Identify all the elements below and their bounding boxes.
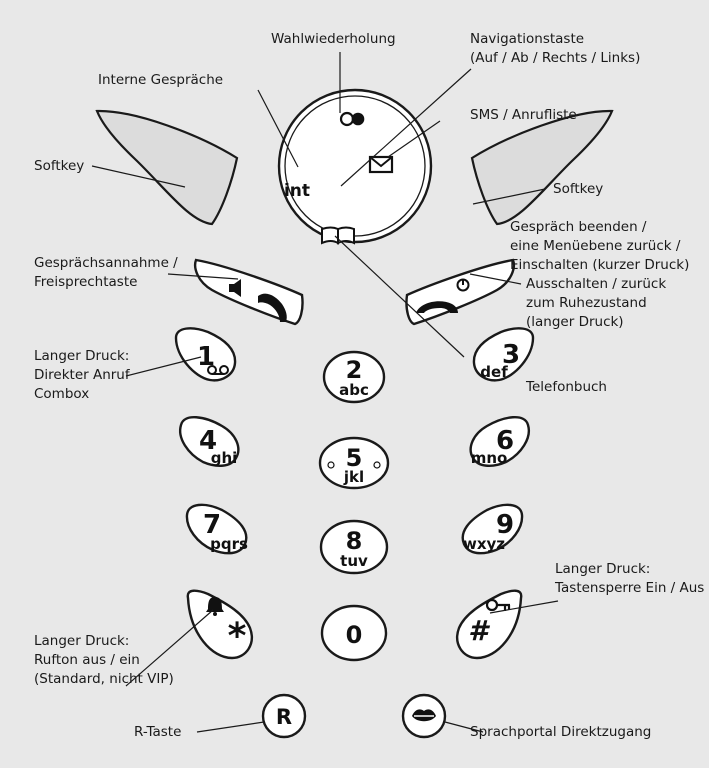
label-beenden-5: zum Ruhezustand: [526, 295, 647, 311]
key-6[interactable]: [469, 416, 531, 467]
label-rufton-1: Langer Druck:: [34, 633, 130, 649]
label-combox-3: Combox: [34, 386, 90, 402]
label-sprachportal: Sprachportal Direktzugang: [470, 724, 652, 740]
label-sperre-1: Langer Druck:: [555, 561, 651, 577]
label-annahme-1: Gesprächsannahme /: [34, 255, 178, 271]
key-5-letters: jkl: [343, 468, 364, 486]
r-key[interactable]: [261, 693, 307, 739]
label-beenden-2: eine Menüebene zurück /: [510, 238, 681, 254]
key-2[interactable]: [322, 350, 386, 404]
label-navigation-2: (Auf / Ab / Rechts / Links): [470, 50, 641, 66]
key-1-digit: 1: [197, 342, 215, 372]
label-beenden-6: (langer Druck): [526, 314, 624, 330]
key-4-digit: 4: [199, 426, 217, 456]
bell-icon: [206, 597, 224, 616]
key-4[interactable]: [178, 416, 240, 467]
book-icon: [321, 226, 355, 245]
label-softkey-right: Softkey: [553, 181, 604, 197]
leader-lines: [91, 52, 559, 733]
navigation-key[interactable]: [277, 88, 433, 244]
key-9[interactable]: [461, 503, 524, 555]
label-telefonbuch: Telefonbuch: [526, 379, 607, 395]
key-4-letters: ghi: [211, 449, 238, 467]
key-8[interactable]: [319, 519, 389, 575]
key-5-digit: 5: [346, 444, 363, 472]
speaker-icon: [229, 279, 241, 297]
key-5-bumps: [327, 461, 381, 469]
key-7-digit: 7: [203, 510, 221, 540]
key-7[interactable]: [185, 503, 248, 555]
key-star[interactable]: [186, 589, 253, 660]
key-3-letters: def: [480, 363, 508, 381]
handset-end-icon: [416, 301, 458, 313]
key-8-letters: tuv: [340, 552, 368, 570]
key-0-digit: 0: [346, 621, 363, 649]
softkey-left[interactable]: [95, 109, 239, 226]
call-end-button[interactable]: [405, 258, 515, 326]
key-3-digit: 3: [502, 340, 520, 370]
label-rufton-3: (Standard, nicht VIP): [34, 671, 174, 687]
softkey-right[interactable]: [470, 109, 614, 226]
label-combox-1: Langer Druck:: [34, 348, 130, 364]
key-icon: [485, 598, 511, 612]
r-key-label: R: [276, 705, 292, 729]
key-star-symbol: *: [228, 616, 247, 657]
label-beenden-3: Einschalten (kurzer Druck): [510, 257, 690, 273]
envelope-icon: [368, 155, 394, 174]
label-navigation-1: Navigationstaste: [470, 31, 585, 47]
key-0[interactable]: [320, 604, 388, 662]
label-beenden-1: Gespräch beenden /: [510, 219, 647, 235]
key-2-digit: 2: [346, 356, 363, 384]
label-sperre-2: Tastensperre Ein / Aus: [555, 580, 705, 596]
label-sms-anrufliste: SMS / Anrufliste: [470, 107, 577, 123]
int-key-label: int: [284, 181, 310, 201]
label-beenden-4: Ausschalten / zurück: [526, 276, 667, 292]
redial-icon: [339, 111, 365, 127]
label-combox-2: Direkter Anruf: [34, 367, 130, 383]
label-rufton-2: Rufton aus / ein: [34, 652, 140, 668]
key-9-letters: wxyz: [463, 535, 505, 553]
key-hash-symbol: #: [468, 614, 490, 647]
key-6-digit: 6: [496, 426, 514, 456]
power-icon: [456, 278, 470, 292]
key-3[interactable]: [472, 327, 535, 382]
key-9-digit: 9: [496, 510, 514, 540]
label-r-taste: R-Taste: [134, 724, 182, 740]
label-annahme-2: Freisprechtaste: [34, 274, 138, 290]
label-wahlwiederholung: Wahlwiederholung: [271, 31, 396, 47]
key-2-letters: abc: [339, 381, 369, 399]
label-interne-gespraeche: Interne Gespräche: [98, 72, 224, 88]
key-6-letters: mno: [471, 449, 508, 467]
key-7-letters: pqrs: [210, 535, 248, 553]
lips-icon: [412, 709, 436, 722]
handset-accept-icon: [258, 293, 287, 322]
label-softkey-left: Softkey: [34, 158, 85, 174]
key-8-digit: 8: [346, 527, 363, 555]
key-5[interactable]: [318, 436, 390, 490]
voicemail-icon: [207, 365, 229, 375]
